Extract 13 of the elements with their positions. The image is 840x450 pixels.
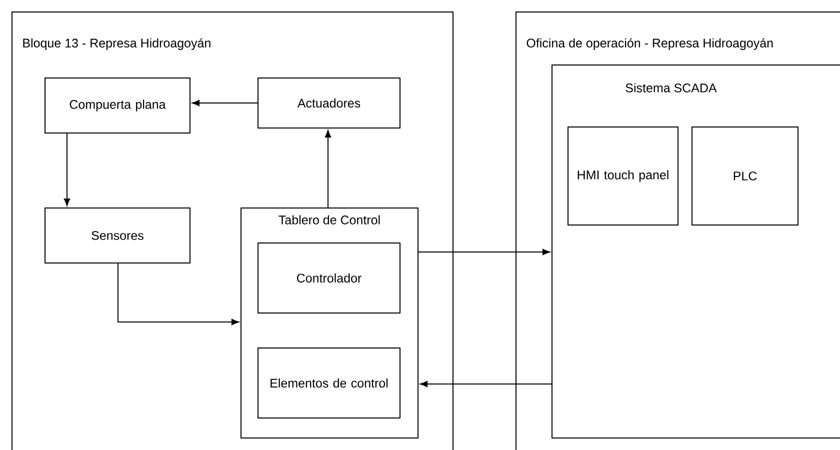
- arrow: [324, 130, 332, 208]
- process-box: Elementos de control: [258, 348, 400, 418]
- process-box: Compuerta plana: [44, 78, 190, 134]
- arrow: [420, 380, 552, 388]
- arrow: [418, 248, 550, 256]
- arrow: [192, 100, 258, 106]
- arrow: [64, 133, 70, 206]
- process-box: PLC: [692, 126, 798, 226]
- process-box: Sensores: [44, 208, 190, 264]
- process-box: Actuadores: [258, 78, 400, 128]
- process-box: Controlador: [258, 242, 400, 314]
- arrow: [118, 263, 240, 326]
- process-box: HMI touch panel: [568, 126, 678, 226]
